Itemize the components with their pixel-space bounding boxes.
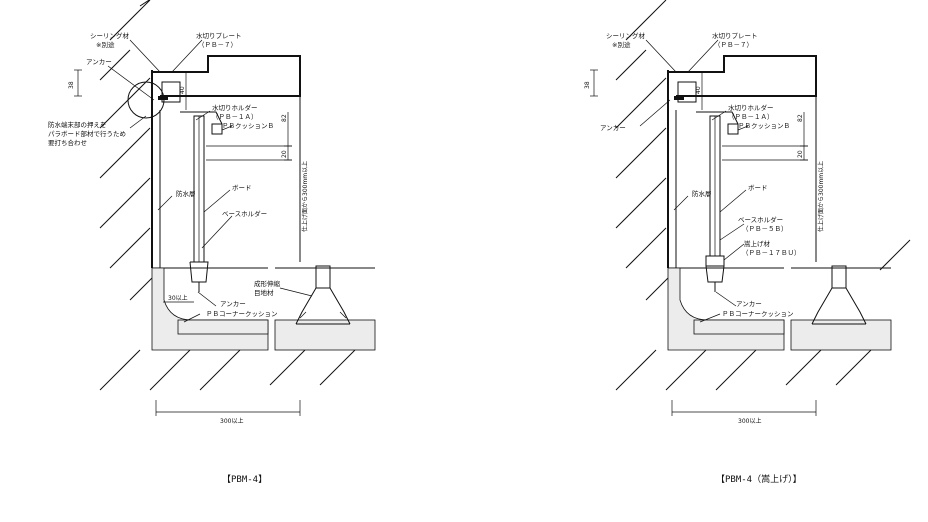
- label-drip-plate-code-r: （ＰＢ－７）: [714, 41, 753, 49]
- label-note-3: 要打ち合わせ: [48, 138, 87, 147]
- label-base-holder-code-r: （ＰＢ－５Ｂ）: [742, 225, 788, 233]
- dim-38: 38: [68, 81, 75, 89]
- leader-lines-right: [639, 39, 749, 323]
- parapet-outline-right: [667, 55, 817, 268]
- label-joint: 成形伸縮: [254, 279, 281, 288]
- label-drip-holder-code: （ＰＢ－１Ａ）: [212, 113, 258, 121]
- dim-40: 40: [179, 86, 186, 94]
- label-anchor-bottom: アンカー: [220, 300, 246, 308]
- label-corner-cushion: ＰＢコーナークッション: [206, 310, 278, 318]
- label-drip-holder-code-r: （ＰＢ－１Ａ）: [728, 113, 774, 121]
- label-cushion-b: ＰＢクッションＢ: [222, 122, 274, 130]
- dimension-lines: [74, 69, 301, 416]
- board-assembly-right: [674, 81, 739, 292]
- detail-left: シーリング材 ※別途 水切りプレート （ＰＢ－７） アンカー 水切りホルダー （…: [48, 0, 376, 485]
- dimension-lines-right: [590, 69, 817, 416]
- expansion-joint-right: [811, 265, 867, 325]
- leader-lines: [107, 39, 313, 323]
- label-corner-cushion-r: ＰＢコーナークッション: [722, 310, 794, 318]
- label-board: ボード: [232, 184, 252, 192]
- dim-82-r: 82: [797, 114, 804, 122]
- label-sealing: シーリング材: [90, 31, 130, 40]
- label-note-1: 防水端末部の押えを: [48, 120, 107, 129]
- dim-38-r: 38: [584, 81, 591, 89]
- dim-40-r: 40: [695, 86, 702, 94]
- label-drip-plate-code: （ＰＢ－７）: [198, 41, 237, 49]
- parapet-outline: [151, 55, 301, 268]
- label-anchor-top-r: アンカー: [600, 124, 626, 132]
- label-waterproof: 防水層: [176, 189, 196, 198]
- label-drip-holder-r: 水切りホルダー: [728, 103, 774, 112]
- label-note-2: パラボード部材で行うため: [48, 129, 126, 138]
- label-anchor-top: アンカー: [86, 58, 112, 66]
- dim-82: 82: [281, 114, 288, 122]
- dim-20: 20: [281, 150, 288, 158]
- wall-hatch: [99, 0, 356, 391]
- roof-slab-right: [667, 267, 892, 351]
- labels-right: シーリング材 ※別途 水切りプレート （ＰＢ－７） アンカー 水切りホルダー （…: [584, 31, 825, 485]
- label-drip-plate-r: 水切りプレート: [712, 31, 758, 40]
- detail-right: シーリング材 ※別途 水切りプレート （ＰＢ－７） アンカー 水切りホルダー （…: [584, 0, 911, 485]
- label-base-holder: ベースホルダー: [222, 209, 267, 218]
- roof-slab: [151, 267, 376, 351]
- label-waterproof-r: 防水層: [692, 189, 712, 198]
- label-vert-note-r: 仕上げ面から300mm以上: [817, 161, 825, 232]
- label-cushion-b-r: ＰＢクッションＢ: [738, 122, 790, 130]
- label-raise-r: 嵩上げ材: [744, 239, 771, 248]
- label-vert-note: 仕上げ面から300mm以上: [301, 161, 309, 232]
- caption-right: 【PBM-4（嵩上げ）】: [716, 474, 802, 485]
- label-raise-code-r: （ＰＢ－１７ＢＵ）: [742, 249, 801, 257]
- label-board-r: ボード: [748, 184, 768, 192]
- expansion-joint: [295, 265, 351, 325]
- wall-hatch-right: [615, 0, 911, 391]
- labels-left: シーリング材 ※別途 水切りプレート （ＰＢ－７） アンカー 水切りホルダー （…: [48, 31, 309, 485]
- dim-300-r: 300以上: [738, 417, 761, 425]
- label-drip-plate: 水切りプレート: [196, 31, 242, 40]
- label-sealing-note-r: ※別途: [612, 40, 631, 49]
- label-base-holder-r: ベースホルダー: [738, 215, 783, 224]
- label-over30: 30以上: [168, 294, 188, 302]
- label-drip-holder: 水切りホルダー: [212, 103, 258, 112]
- caption-left: 【PBM-4】: [222, 474, 267, 485]
- label-sealing-r: シーリング材: [606, 31, 646, 40]
- dim-300: 300以上: [220, 417, 243, 425]
- label-joint-2: 目地材: [254, 288, 274, 297]
- label-anchor-bottom-r: アンカー: [736, 300, 762, 308]
- dim-20-r: 20: [797, 150, 804, 158]
- board-assembly: [127, 81, 223, 292]
- label-sealing-note: ※別途: [96, 40, 115, 49]
